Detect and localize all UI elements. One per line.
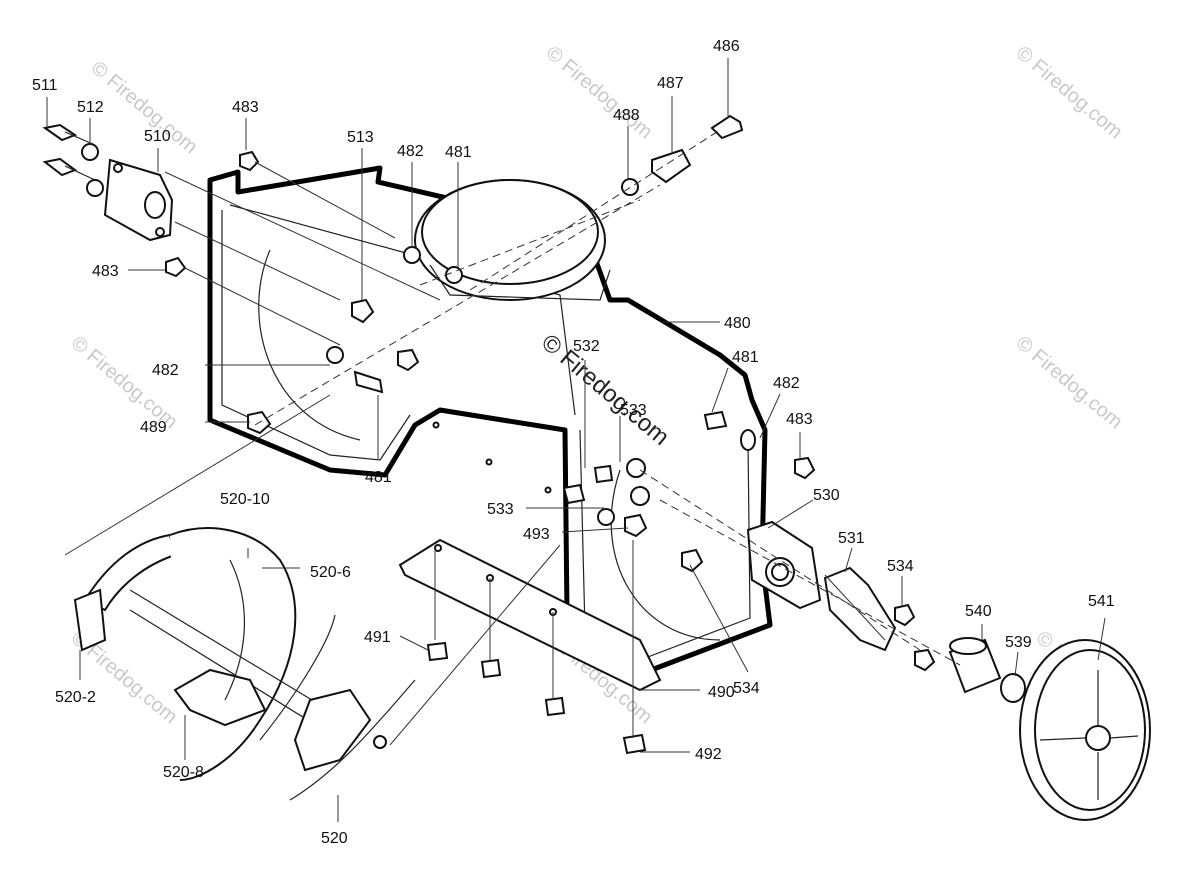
- label-539: 539: [1005, 634, 1032, 651]
- washer-533-a: [626, 458, 646, 478]
- lower-bolts: [426, 641, 647, 755]
- washer-482-top: [403, 246, 421, 264]
- right-side-hardware: [562, 410, 1151, 821]
- label-488: 488: [613, 107, 640, 124]
- nut-534-lower: [681, 548, 704, 573]
- label-483-top: 483: [232, 99, 259, 116]
- label-491: 491: [364, 629, 391, 646]
- label-483-right: 483: [786, 411, 813, 428]
- washer-539: [1000, 673, 1026, 703]
- label-481-left: 481: [365, 469, 392, 486]
- label-520-8: 520-8: [163, 764, 204, 781]
- nut-534-upper: [894, 603, 916, 627]
- washer-533-c: [597, 508, 615, 526]
- label-533-upper: 533: [620, 402, 647, 419]
- part-labels: 511 512 510 483 483 513 482 481 488 487 …: [32, 38, 1115, 847]
- nut-493: [624, 513, 648, 538]
- label-487: 487: [657, 75, 684, 92]
- label-489: 489: [140, 419, 167, 436]
- nut-534-lower-right: [914, 648, 936, 672]
- label-512: 512: [77, 99, 104, 116]
- label-480: 480: [724, 315, 751, 332]
- bolt-491-b: [480, 658, 502, 679]
- washer-482-left: [326, 346, 344, 364]
- label-leaders: [46, 58, 1106, 822]
- label-531: 531: [838, 530, 865, 547]
- bolt-481-left: [353, 370, 384, 394]
- bolt-486: [710, 114, 744, 140]
- watermark-top-right: © Firedog.com: [1012, 42, 1127, 143]
- watermark-top-center: © Firedog.com: [542, 42, 657, 143]
- washer-533-b: [630, 486, 650, 506]
- washer-482-right: [740, 429, 756, 451]
- washer-512-lower: [86, 179, 104, 197]
- auger-assembly: [73, 527, 416, 801]
- label-541: 541: [1088, 593, 1115, 610]
- label-532: 532: [573, 338, 600, 355]
- left-bearing-assembly: [42, 123, 420, 435]
- bolt-511-upper: [42, 123, 96, 146]
- label-483-mid: 483: [92, 263, 119, 280]
- label-533-lower: 533: [487, 501, 514, 518]
- bolt-491-a: [426, 641, 449, 662]
- label-530: 530: [813, 487, 840, 504]
- label-513: 513: [347, 129, 374, 146]
- bracket-531: [823, 566, 897, 652]
- label-520-10: 520-10: [220, 491, 270, 508]
- label-493: 493: [523, 526, 550, 543]
- bracket-487: [651, 148, 692, 184]
- label-490: 490: [708, 684, 735, 701]
- label-481-top: 481: [445, 144, 472, 161]
- spacer-540: [948, 637, 1002, 694]
- bolt-532: [593, 464, 614, 484]
- label-520-6: 520-6: [310, 564, 351, 581]
- nut-483-right: [794, 456, 816, 480]
- label-540: 540: [965, 603, 992, 620]
- bolt-492: [622, 733, 647, 755]
- alignment-lines: [64, 129, 961, 746]
- label-520-2: 520-2: [55, 689, 96, 706]
- nut-483-mid: [165, 256, 187, 278]
- bolt-491-c: [544, 696, 566, 717]
- nut-483-top: [239, 150, 260, 172]
- label-520: 520: [321, 830, 348, 847]
- label-492: 492: [695, 746, 722, 763]
- washer-512-upper: [81, 143, 99, 161]
- nut-513: [351, 298, 375, 324]
- label-481-right: 481: [732, 349, 759, 366]
- pulley-541: [1019, 639, 1151, 821]
- label-534-lower: 534: [733, 680, 760, 697]
- chute-hardware: [403, 114, 744, 284]
- auger-housing: [207, 165, 773, 692]
- bolt-533: [562, 483, 586, 505]
- nut-right-housing: [397, 348, 420, 372]
- washer-488: [621, 178, 639, 196]
- bolt-481-right: [703, 410, 728, 431]
- watermark-mid-right: © Firedog.com: [1012, 332, 1127, 433]
- label-486: 486: [713, 38, 740, 55]
- label-482-right: 482: [773, 375, 800, 392]
- label-482-top: 482: [397, 143, 424, 160]
- label-534-right: 534: [887, 558, 914, 575]
- bolt-511-lower: [42, 157, 96, 181]
- label-511: 511: [32, 77, 58, 94]
- label-510: 510: [144, 128, 171, 145]
- label-482-left: 482: [152, 362, 179, 379]
